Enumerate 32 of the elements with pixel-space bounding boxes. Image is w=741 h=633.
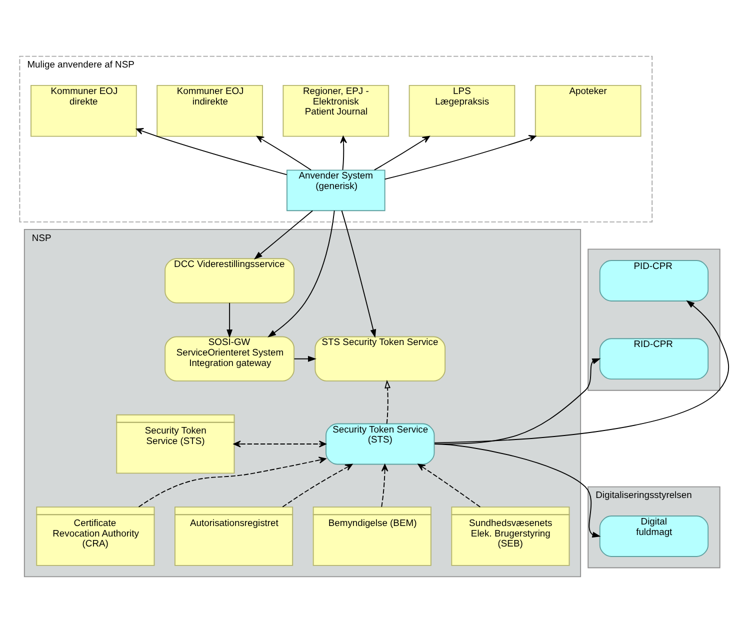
arrow: [434, 300, 730, 444]
node-box: Security Token Service (STS): [326, 423, 435, 465]
arrow: [254, 210, 314, 260]
arrow: [138, 456, 326, 508]
arrow: [381, 464, 388, 508]
arrow: [341, 210, 376, 338]
node-box: Regioner, EPJ - Elektronisk Patient Journal: [282, 85, 390, 137]
node-box: Digital fuldmagt: [599, 516, 709, 557]
node-box: DCC Viderestillingsservice: [164, 258, 294, 304]
node-box: SOSI-GW ServiceOrienteret System Integration gateway: [164, 336, 294, 382]
arrow: [434, 444, 601, 538]
arrow: [294, 356, 316, 362]
arrow: [136, 128, 288, 176]
node-box: Apoteker: [534, 85, 642, 137]
arrow: [384, 380, 390, 424]
arrow: [282, 464, 353, 508]
node-box: Kommuner EOJ direkte: [30, 85, 137, 137]
arrow: [418, 464, 481, 508]
arrow: [384, 134, 536, 180]
arrow: [256, 136, 312, 170]
node-box: LPS Lægepraksis: [408, 85, 516, 137]
arrow: [233, 440, 326, 448]
node-box: RID-CPR: [599, 338, 709, 380]
cluster: [588, 248, 720, 391]
arrow: [374, 136, 430, 170]
arrow: [340, 136, 347, 170]
node-box: PID-CPR: [599, 260, 709, 302]
node-box: Kommuner EOJ indirekte: [156, 85, 263, 137]
node-box: STS Security Token Service: [314, 336, 446, 382]
arrow: [268, 210, 335, 338]
node-box: Anvender System (generisk): [286, 170, 386, 212]
arrow: [226, 302, 233, 338]
